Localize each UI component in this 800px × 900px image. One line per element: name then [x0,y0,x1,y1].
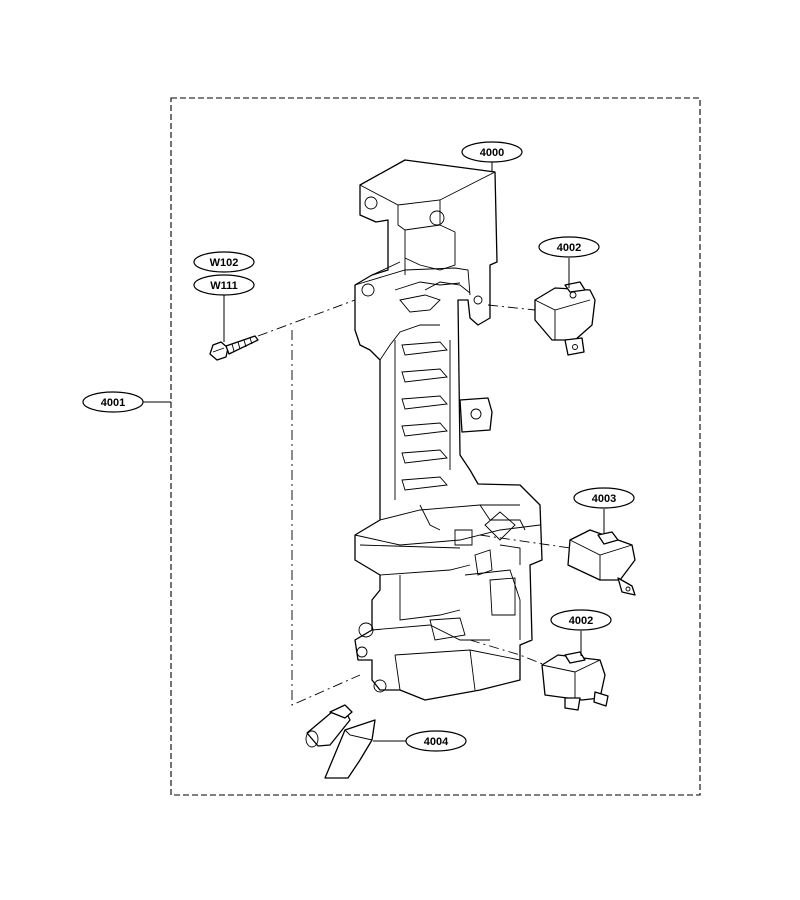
callout-4004: 4004 [405,730,467,752]
assembly-guide-lines [257,299,571,706]
label-4002-bottom: 4002 [569,615,593,627]
label-4003: 4003 [592,493,616,505]
lever-icon [305,704,406,779]
latch-frame-icon [354,159,543,701]
label-w102: W102 [210,257,239,269]
callout-4000: 4000 [461,141,523,172]
screw-icon [209,295,259,361]
callout-w102: W102 [193,251,255,273]
frame-ribs [394,340,451,500]
callout-w111: W111 [193,274,255,296]
micro-switch-icon [541,631,609,711]
callout-4002-top: 4002 [538,236,600,258]
label-4004: 4004 [424,736,449,748]
assembly-boundary [170,97,701,796]
label-4001: 4001 [101,397,125,409]
callout-4001: 4001 [82,391,171,413]
micro-switch-icon [534,258,596,356]
label-4002-top: 4002 [557,242,581,254]
label-w111: W111 [210,280,238,292]
callout-4002-bottom: 4002 [550,609,612,631]
micro-switch-icon [567,509,636,596]
label-4000: 4000 [480,147,504,159]
callout-4003: 4003 [573,487,635,509]
